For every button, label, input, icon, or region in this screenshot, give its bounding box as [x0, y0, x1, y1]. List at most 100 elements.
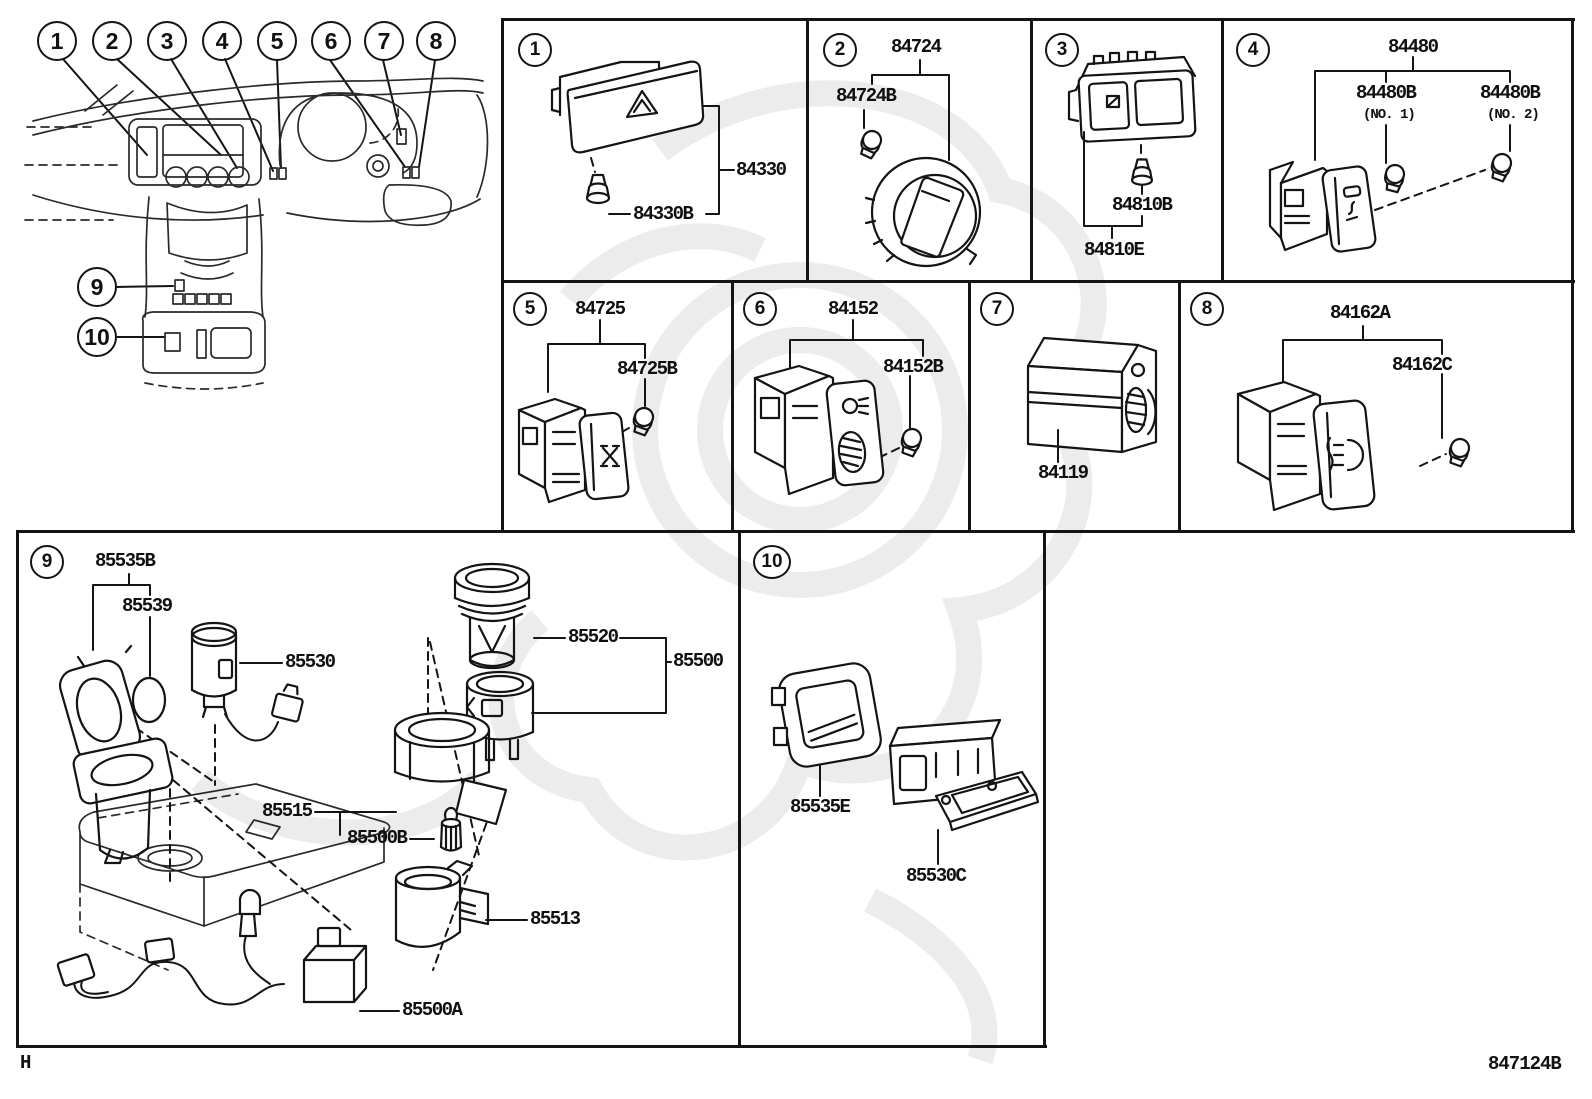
dashboard-callout-5: 5 — [271, 28, 284, 54]
panel-callout-2: 2 — [823, 33, 857, 67]
panel-callout-5: 5 — [513, 292, 547, 326]
dashboard-callout-2: 2 — [106, 28, 119, 54]
assembly-dash-lines — [136, 638, 496, 970]
part-number-label: 85515 — [262, 800, 313, 822]
grid-line — [731, 280, 734, 533]
part-number-qualifier: (NO. 2) — [1487, 107, 1540, 123]
ashtray-drawing — [890, 720, 1038, 830]
footer-page-letter: H — [20, 1052, 31, 1074]
part-number-label: 84480B — [1356, 82, 1417, 104]
part-number-label: 84152B — [883, 356, 944, 378]
part-number-label: 84330 — [736, 159, 787, 181]
bulb-drawing — [1382, 163, 1406, 193]
part-number-label: 85530 — [285, 651, 336, 673]
console-drawing — [79, 784, 389, 970]
harness-drawing — [57, 890, 366, 1004]
grid-line — [1030, 18, 1033, 283]
switch-drawing — [1270, 162, 1376, 253]
bulb-drawing — [630, 405, 656, 436]
label-lines — [609, 106, 734, 214]
rheostat-switch-drawing — [1028, 338, 1156, 452]
panel-callout-8: 8 — [1190, 292, 1224, 326]
part-number-label: 84810B — [1112, 194, 1173, 216]
part-number-label: 84330B — [633, 203, 694, 225]
part-number-label: 85500B — [347, 827, 408, 849]
panel-callout-7: 7 — [980, 292, 1014, 326]
grid-line — [1571, 18, 1574, 533]
dashboard-callout-6: 6 — [325, 28, 338, 54]
part-number-label: 84724 — [891, 36, 942, 58]
part-number-label: 85520 — [568, 626, 619, 648]
dashboard-callout-4: 4 — [216, 28, 229, 54]
panel-callout-2-number: 2 — [834, 39, 846, 60]
hazard-switch-drawing — [552, 62, 703, 153]
label-lines — [93, 574, 671, 1011]
part-number-label: 85535B — [95, 550, 156, 572]
switch-drawing — [755, 366, 884, 494]
grid-line — [16, 530, 1575, 533]
part-number-label: 85500 — [673, 650, 724, 672]
panel-callout-7-number: 7 — [991, 298, 1003, 319]
cover-disc-drawing — [133, 678, 165, 722]
panel-8: 8 84162A 84162C — [1180, 282, 1573, 532]
panel-5: 5 84725 84725B — [503, 282, 733, 532]
panel-callout-5-number: 5 — [524, 298, 536, 319]
socket-drawing — [467, 672, 533, 760]
panel-callout-4-number: 4 — [1247, 39, 1259, 60]
panel-callout-8-number: 8 — [1201, 298, 1213, 319]
grid-line — [1043, 530, 1046, 1048]
panel-callout-4: 4 — [1236, 33, 1270, 67]
bulb-drawing — [857, 128, 885, 159]
dashboard-callout-8: 8 — [430, 28, 443, 54]
part-number-label: 84480 — [1388, 36, 1439, 58]
part-number-label: 85530C — [906, 865, 967, 887]
grid-line — [806, 18, 809, 283]
grid-line — [968, 280, 971, 533]
part-number-label: 84724B — [836, 85, 897, 107]
panel-callout-10-number: 10 — [761, 551, 783, 572]
panel-10: 10 85535E 85530C — [740, 532, 1045, 1047]
grid-line — [738, 530, 741, 1048]
fog-switch-drawing — [1238, 382, 1375, 510]
footer-figure-code: 847124B — [1488, 1053, 1562, 1075]
label-lines — [864, 60, 949, 160]
part-number-label: 85535E — [790, 796, 851, 818]
part-number-label: 84162C — [1392, 354, 1453, 376]
part-number-qualifier: (NO. 1) — [1363, 107, 1416, 123]
panel-callout-9-number: 9 — [41, 551, 53, 572]
dashboard-callout-3: 3 — [161, 28, 174, 54]
panel-callout-9: 9 — [30, 545, 64, 579]
dashboard-illustration: 1 2 3 4 5 6 7 8 9 10 — [25, 15, 495, 525]
part-number-label: 85539 — [122, 595, 173, 617]
plug-drawing — [455, 564, 529, 668]
part-number-label: 84480B — [1480, 82, 1541, 104]
panel-callout-6: 6 — [743, 292, 777, 326]
panel-callout-3-number: 3 — [1056, 39, 1068, 60]
label-lines — [1283, 326, 1442, 438]
part-number-label: 84725 — [575, 298, 626, 320]
grid-line — [1221, 18, 1224, 283]
grid-line — [501, 18, 504, 533]
panel-7: 7 84119 — [970, 282, 1180, 532]
panel-2: 2 84724 84724B — [808, 20, 1032, 282]
rotary-knob-drawing — [866, 158, 980, 266]
bulb-drawing — [898, 426, 924, 457]
lid-assembly-drawing — [56, 646, 174, 863]
grid-line — [501, 18, 1575, 21]
label-lines — [1084, 132, 1142, 238]
assembly-dash-line — [1420, 454, 1446, 466]
part-number-label: 84810E — [1084, 239, 1145, 261]
dashboard-callout-7: 7 — [378, 28, 391, 54]
cupholder-drawing — [396, 861, 488, 947]
dashboard-callout-9: 9 — [91, 274, 104, 300]
lighter-drawing — [192, 623, 303, 741]
dashboard-callout-10: 10 — [84, 324, 110, 350]
panel-callout-3: 3 — [1045, 33, 1079, 67]
bulb-drawing — [1446, 436, 1472, 467]
screw-drawing — [1132, 160, 1152, 185]
label-lines — [548, 320, 645, 406]
panel-9: 9 — [18, 532, 740, 1047]
part-number-label: 84725B — [617, 358, 678, 380]
part-number-label: 85513 — [530, 908, 581, 930]
